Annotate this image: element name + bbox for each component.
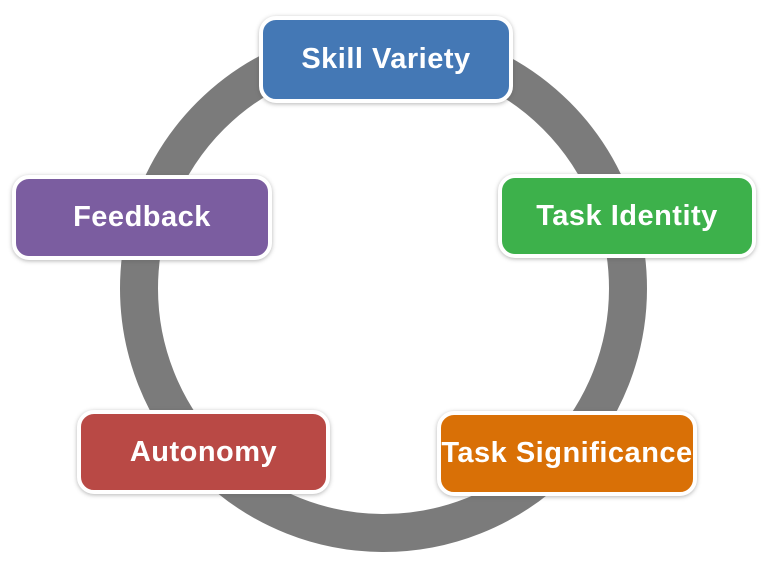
node-label-task-significance: Task Significance: [441, 437, 693, 469]
node-label-feedback: Feedback: [73, 201, 211, 233]
node-feedback: Feedback: [12, 175, 272, 260]
node-autonomy: Autonomy: [77, 410, 330, 494]
node-label-skill-variety: Skill Variety: [301, 43, 471, 75]
node-task-significance: Task Significance: [437, 411, 697, 496]
node-task-identity: Task Identity: [498, 174, 756, 258]
node-label-autonomy: Autonomy: [129, 435, 278, 468]
node-label-task-identity: Task Identity: [536, 199, 718, 232]
node-skill-variety: Skill Variety: [259, 16, 513, 103]
